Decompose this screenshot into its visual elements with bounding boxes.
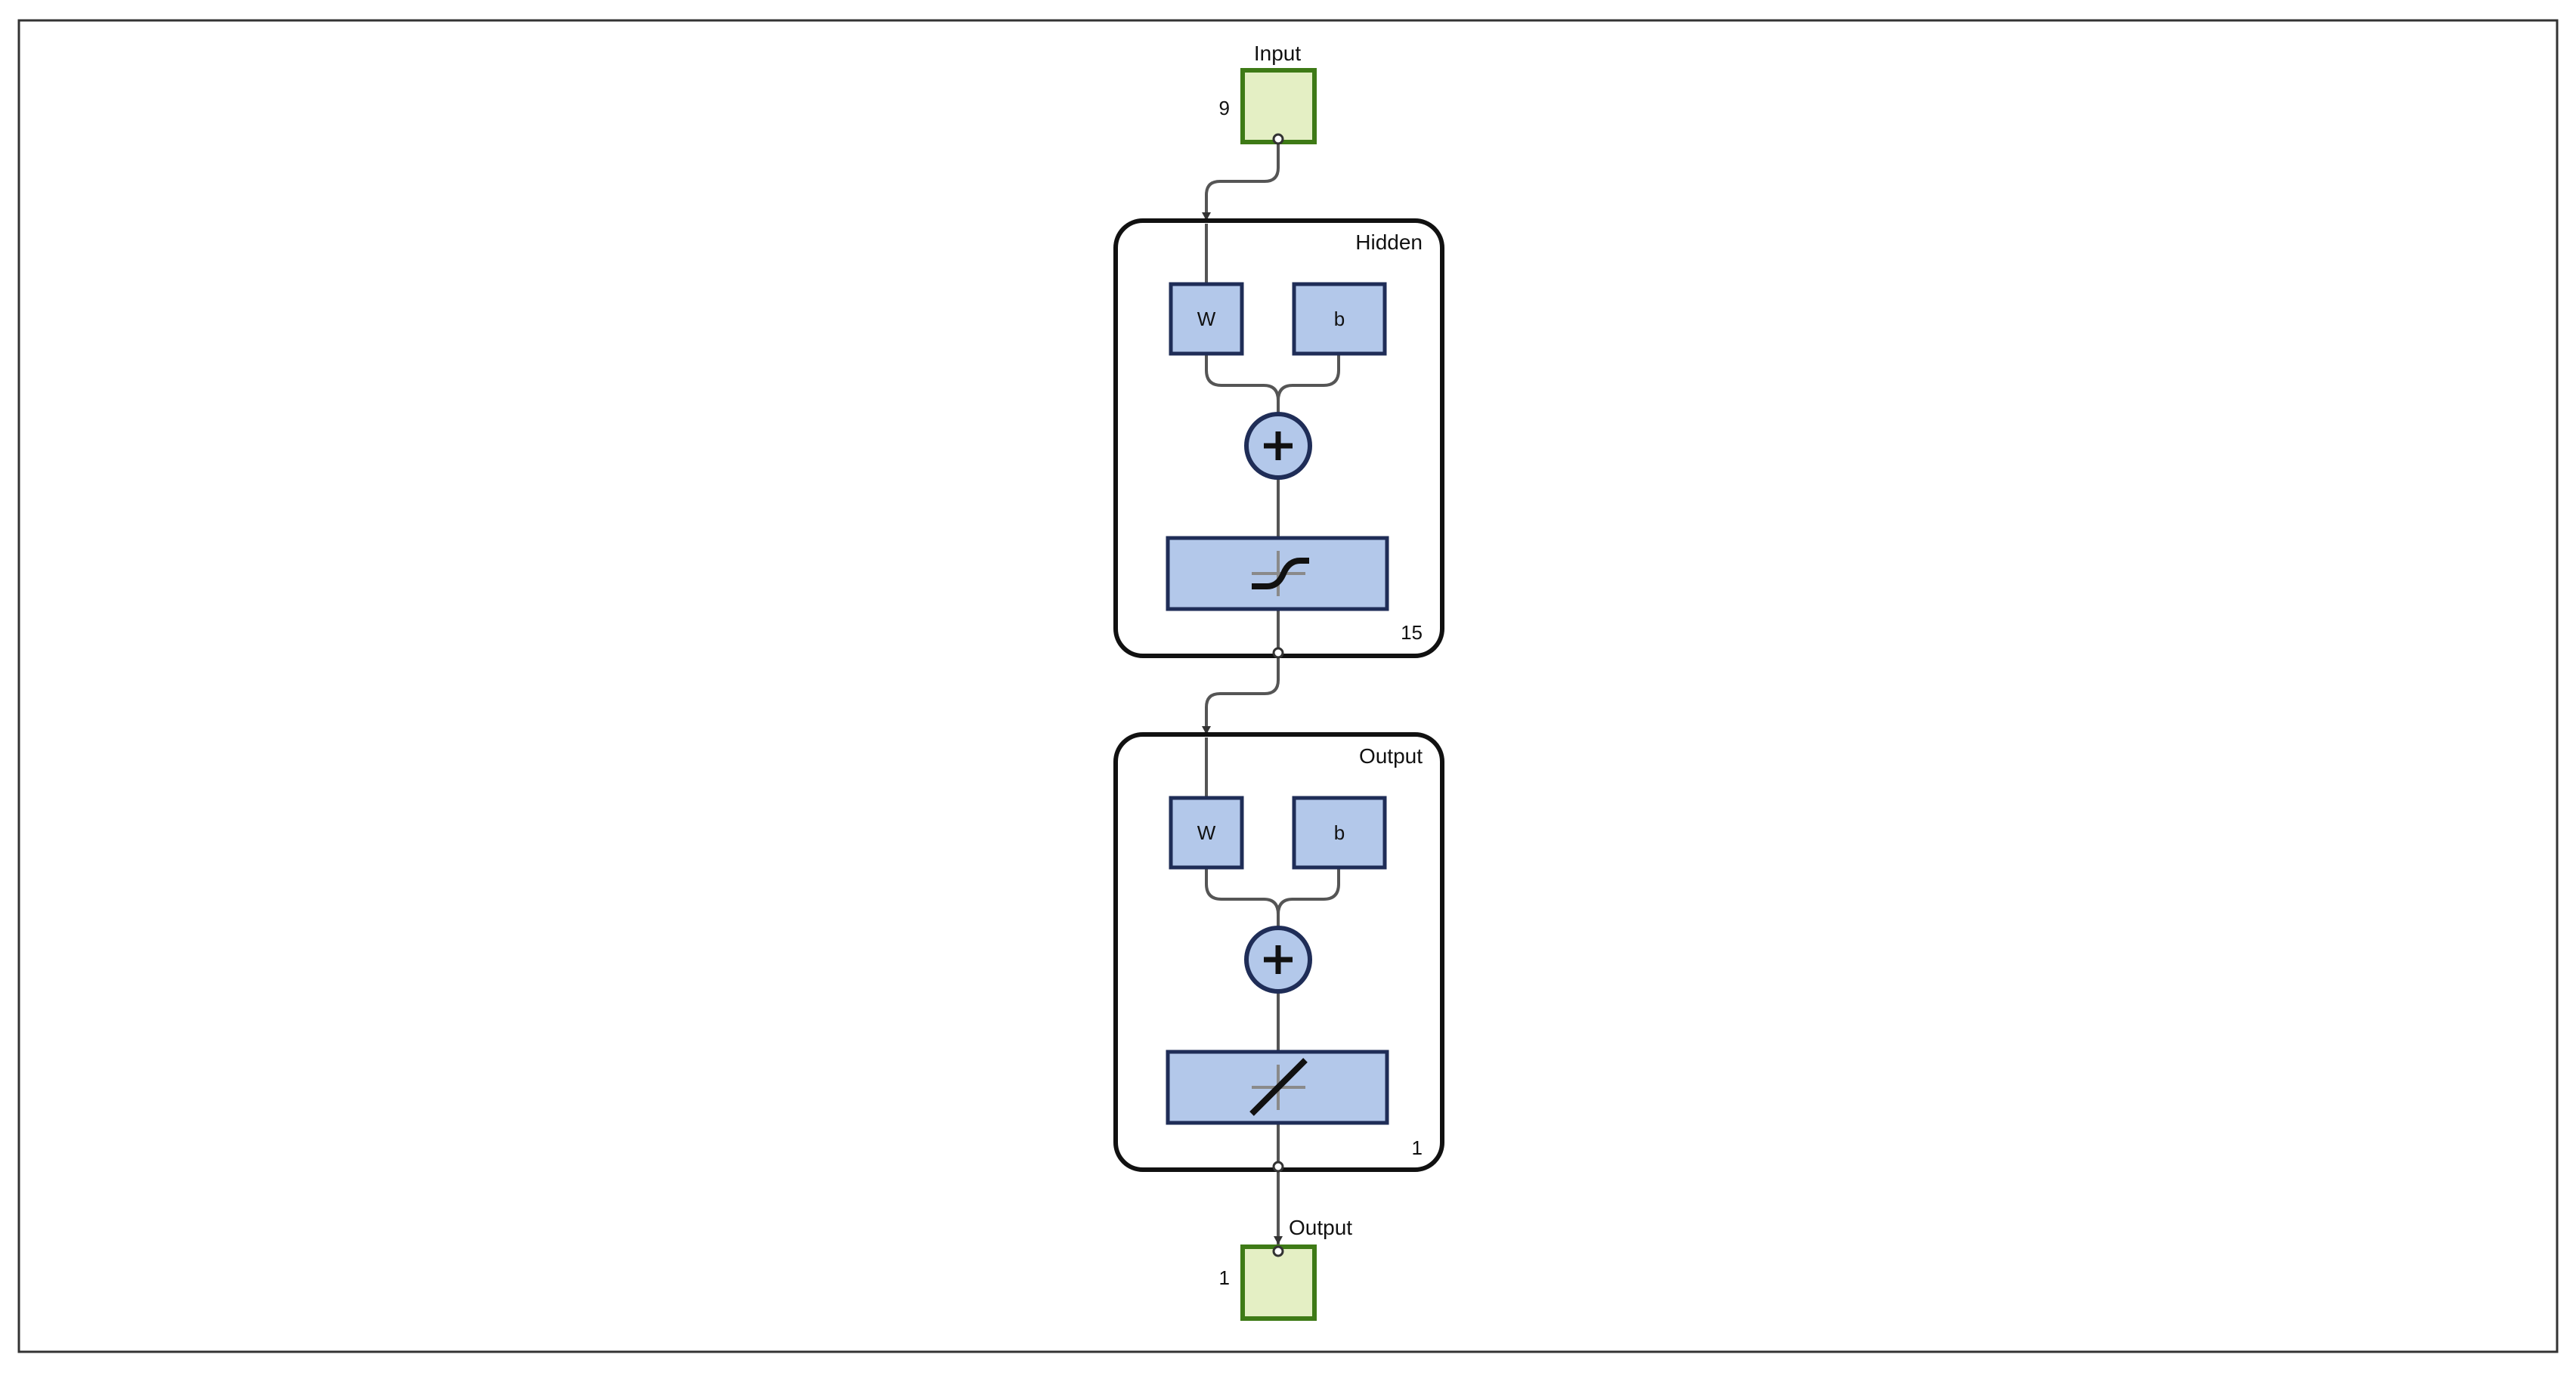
wire-hidden-to-output bbox=[1205, 654, 1280, 737]
plus-icon bbox=[1264, 945, 1293, 974]
hidden-weight-box[interactable] bbox=[1169, 282, 1244, 356]
output-layer-title: Output bbox=[1359, 744, 1423, 768]
diagram-frame bbox=[17, 19, 2559, 1353]
output-label: Output bbox=[1289, 1216, 1352, 1239]
hidden-bias-label: b bbox=[1334, 308, 1345, 330]
arrowhead-icon bbox=[1202, 726, 1211, 734]
output-layer-output-port bbox=[1272, 1161, 1284, 1173]
hidden-layer[interactable]: Hidden W b 15 bbox=[1113, 218, 1444, 658]
wire-hidden-b-sum bbox=[1277, 352, 1340, 401]
hidden-layer-title: Hidden bbox=[1355, 230, 1423, 254]
output-weight-box[interactable] bbox=[1169, 796, 1244, 870]
hidden-output-port bbox=[1272, 647, 1284, 659]
wire-input-to-hidden bbox=[1205, 139, 1280, 222]
hidden-neuron-count: 15 bbox=[1401, 621, 1423, 644]
input-size: 9 bbox=[1219, 97, 1230, 119]
hidden-bias-box[interactable] bbox=[1292, 282, 1387, 356]
output-bias-label: b bbox=[1334, 821, 1345, 844]
input-box[interactable] bbox=[1240, 68, 1317, 144]
output-neuron-count: 1 bbox=[1412, 1136, 1423, 1159]
output-layer[interactable]: Output W b 1 bbox=[1113, 732, 1444, 1172]
wire-output-b-sum bbox=[1277, 866, 1340, 915]
input-label: Input bbox=[1254, 42, 1301, 65]
output-block[interactable]: Output 1 bbox=[1219, 1216, 1353, 1321]
arrowhead-icon bbox=[1202, 212, 1211, 221]
sigmoid-transfer-icon bbox=[1252, 551, 1309, 596]
arrowhead-icon bbox=[1274, 1236, 1283, 1245]
output-weight-label: W bbox=[1197, 821, 1216, 844]
output-port bbox=[1272, 1245, 1284, 1257]
output-bias-box[interactable] bbox=[1292, 796, 1387, 870]
input-port bbox=[1272, 133, 1284, 145]
output-box[interactable] bbox=[1240, 1245, 1317, 1321]
hidden-weight-label: W bbox=[1197, 308, 1216, 330]
linear-transfer-icon bbox=[1249, 1058, 1308, 1116]
output-size: 1 bbox=[1219, 1266, 1230, 1289]
input-block[interactable]: Input 9 bbox=[1219, 42, 1317, 144]
plus-icon bbox=[1264, 431, 1293, 460]
